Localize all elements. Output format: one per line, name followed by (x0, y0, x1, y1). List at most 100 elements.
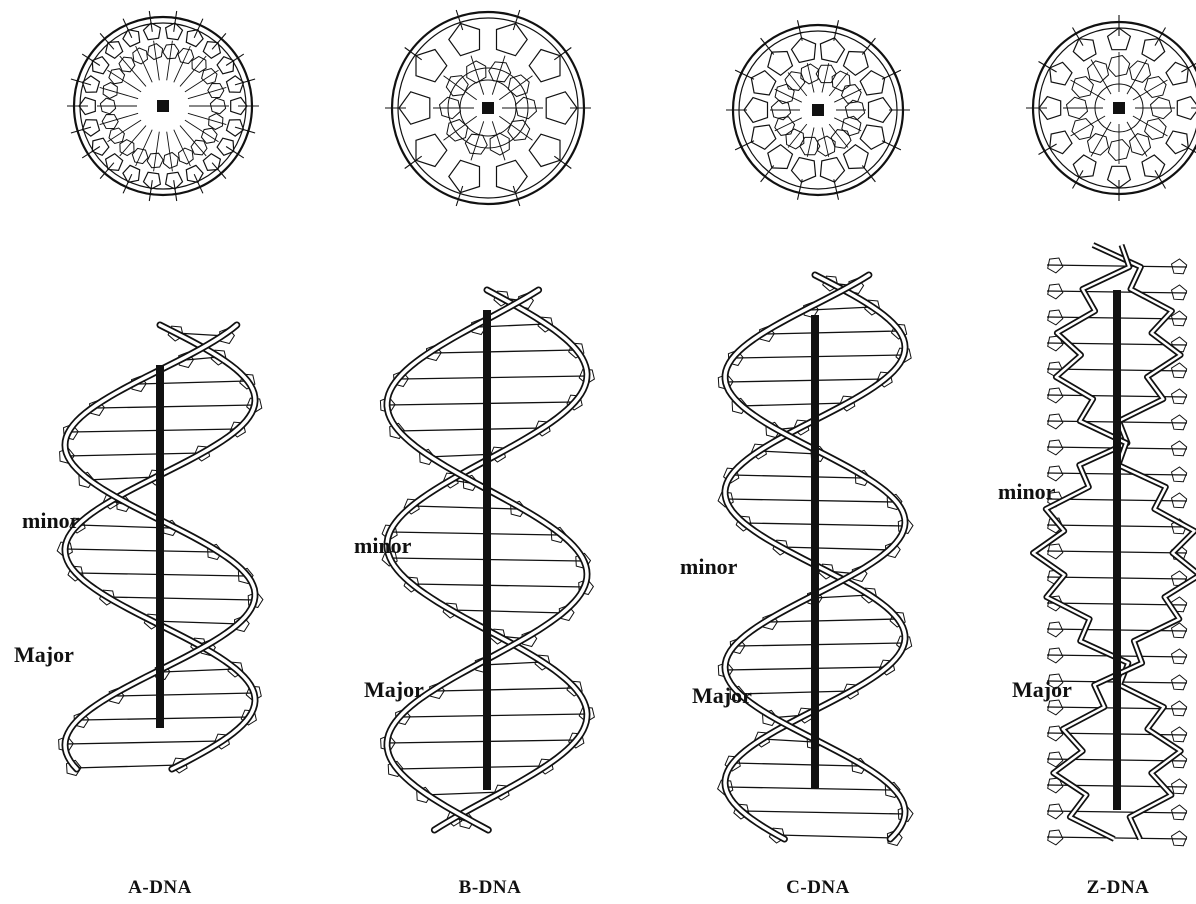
base-pair-rung (725, 667, 887, 670)
base-pair-line (167, 132, 173, 172)
base-pair-rung (770, 619, 898, 622)
base-pair-rung (390, 532, 558, 535)
base-pair-rung (65, 549, 214, 552)
base-pair-rung (777, 835, 894, 838)
a-dna-minor-groove-label: minor (22, 508, 80, 533)
base-pair-rung (96, 405, 254, 408)
base-pair-rung (66, 453, 202, 456)
base-pair-line (1071, 116, 1106, 136)
base-pair-line (1091, 60, 1111, 95)
sugar-ring (1050, 62, 1072, 85)
sugar-ring (768, 145, 793, 169)
panel-c-dna: minorMajorC-DNA (680, 20, 913, 898)
base-pair-rung (1047, 265, 1187, 267)
base-pair-line (829, 73, 848, 96)
sugar-ring (1166, 131, 1188, 154)
z-dna-minor-groove-label: minor (998, 479, 1056, 504)
base-pair-line (167, 41, 173, 81)
base-pair-rung (725, 379, 885, 382)
helix-axis (156, 365, 164, 728)
base-pair-line (1091, 122, 1111, 157)
panel-b-dna: minorMajorB-DNA (354, 10, 594, 898)
base-pair-line (108, 70, 142, 92)
sugar-ring (1166, 62, 1188, 85)
sugar-ring (768, 52, 793, 76)
base-pair-line (807, 128, 814, 157)
sugar-ring (416, 50, 447, 82)
base-pair-rung (400, 376, 587, 379)
base-pair-rung (162, 669, 236, 672)
sugar-ring (497, 160, 528, 192)
helix-axis-marker (1113, 102, 1125, 114)
c-dna-caption: C-DNA (786, 877, 850, 898)
sugar-ring (1142, 155, 1165, 177)
base-pair-line (1133, 80, 1168, 100)
base-pair-rung (810, 307, 872, 310)
base-pair-line (108, 120, 142, 142)
b-dna-minor-groove-label: minor (354, 533, 412, 558)
sugar-ring (1142, 39, 1165, 61)
base-pair-rung (152, 621, 241, 624)
z-dna-side-view (1033, 245, 1196, 846)
base-pair-rung (742, 811, 905, 814)
base-pair-rung (81, 717, 249, 720)
sugar-ring (751, 125, 776, 149)
z-dna-caption: Z-DNA (1087, 877, 1150, 898)
base-pair-line (1127, 60, 1147, 95)
base-pair-rung (766, 331, 899, 334)
base-pair-rung (387, 402, 575, 405)
z-dna-major-groove-label: Major (1012, 677, 1072, 702)
phosphate-spoke (235, 127, 255, 133)
panel-a-dna: minorMajorA-DNA (14, 11, 263, 898)
sugar-ring (751, 71, 776, 95)
phosphate-spoke (235, 79, 255, 85)
helix-axis-marker (812, 104, 824, 116)
a-dna-side-view (57, 325, 263, 776)
base-pair-rung (412, 584, 586, 587)
a-dna-major-groove-label: Major (14, 642, 74, 667)
c-dna-minor-groove-label: minor (680, 554, 738, 579)
base-pair-line (100, 87, 138, 98)
base-pair-rung (65, 741, 222, 744)
base-pair-line (1127, 122, 1147, 157)
base-pair-line (822, 128, 829, 157)
base-pair-line (154, 41, 160, 81)
base-pair-line (154, 132, 160, 172)
phosphate-spoke (174, 180, 177, 201)
a-dna-caption: A-DNA (128, 877, 192, 898)
z-dna-top-view (1026, 15, 1196, 201)
base-pair-rung (436, 688, 574, 691)
base-pair-rung (781, 547, 892, 550)
c-dna-major-groove-label: Major (692, 683, 752, 708)
sugar-ring (869, 98, 893, 123)
base-pair-line (807, 63, 814, 92)
b-dna-top-view (385, 10, 591, 206)
base-pair-rung (70, 429, 238, 432)
sugar-ring (792, 38, 816, 63)
base-pair-rung (759, 451, 818, 454)
base-pair-rung (395, 766, 546, 769)
sugar-ring (860, 71, 885, 95)
sugar-ring (106, 154, 123, 171)
sugar-ring (449, 23, 480, 55)
base-pair-line (1133, 116, 1168, 136)
base-pair-line (1071, 80, 1106, 100)
sugar-ring (1073, 39, 1096, 61)
sugar-ring (1050, 131, 1072, 154)
sugar-ring (92, 138, 109, 155)
base-pair-rung (396, 428, 542, 431)
base-pair-line (185, 70, 219, 92)
base-pair-rung (107, 597, 255, 600)
b-dna-side-view (380, 290, 594, 830)
base-pair-line (822, 63, 829, 92)
base-pair-line (788, 124, 807, 147)
base-pair-line (185, 120, 219, 142)
sugar-ring (203, 42, 220, 59)
phosphate-spoke (71, 127, 91, 133)
base-pair-rung (739, 403, 848, 406)
sugar-ring (217, 57, 234, 74)
sugar-ring (844, 52, 869, 76)
base-pair-rung (726, 499, 894, 502)
phosphate-spoke (149, 11, 152, 32)
